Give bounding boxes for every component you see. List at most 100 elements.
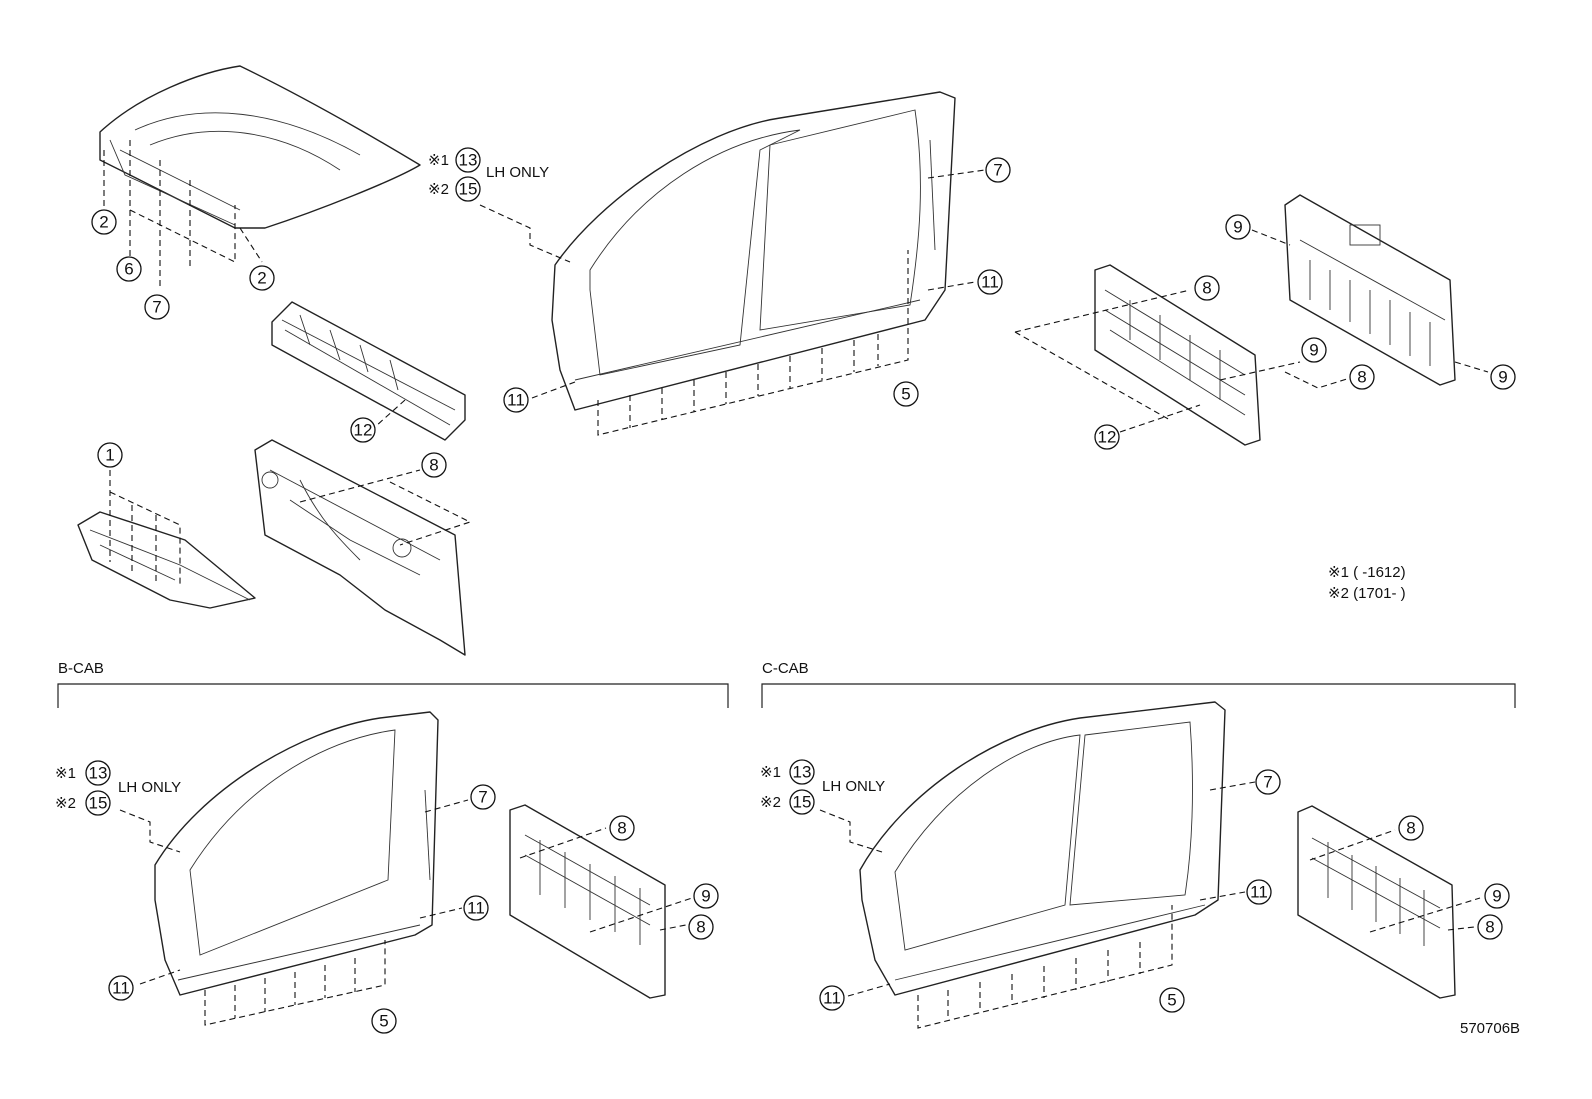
svg-text:7: 7 (478, 788, 487, 807)
svg-text:11: 11 (507, 391, 525, 410)
svg-text:2: 2 (99, 213, 108, 232)
callout-11: 11 (977, 269, 1003, 295)
cowl-top-panel (271, 301, 466, 441)
ref1-mark: ※1 (760, 764, 781, 781)
svg-text:9: 9 (1498, 368, 1507, 387)
svg-text:11: 11 (981, 273, 999, 292)
callout-5: 5 (1159, 987, 1185, 1013)
footnote-2: ※2 (1701- ) (1328, 585, 1406, 602)
section-label-b-cab: B-CAB (58, 660, 104, 677)
back-panel-c-cab (1297, 805, 1456, 999)
svg-text:5: 5 (379, 1012, 388, 1031)
callout-5: 5 (893, 381, 919, 407)
svg-text:7: 7 (993, 161, 1002, 180)
callout-11: 11 (463, 895, 489, 921)
callout-9: 9 (1484, 883, 1510, 909)
callout-13: 13 (85, 760, 111, 786)
svg-text:15: 15 (89, 794, 108, 813)
callout-9: 9 (693, 883, 719, 909)
callout-15: 15 (455, 176, 481, 202)
svg-text:2: 2 (257, 269, 266, 288)
svg-text:7: 7 (1263, 773, 1272, 792)
footnote-1: ※1 ( -1612) (1328, 564, 1406, 581)
svg-text:8: 8 (1485, 918, 1494, 937)
lh-only-label: LH ONLY (118, 779, 181, 796)
lh-only-label: LH ONLY (822, 778, 885, 795)
front-crossmember (77, 511, 256, 609)
svg-text:8: 8 (429, 456, 438, 475)
svg-text:5: 5 (901, 385, 910, 404)
callout-15: 15 (789, 789, 815, 815)
lh-only-label: LH ONLY (486, 164, 549, 181)
svg-text:15: 15 (793, 793, 812, 812)
callout-12: 12 (1094, 424, 1120, 450)
callout-11: 11 (108, 975, 134, 1001)
callout-8: 8 (1477, 914, 1503, 940)
callout-8: 8 (1398, 815, 1424, 841)
callout-7: 7 (470, 784, 496, 810)
callout-9: 9 (1490, 364, 1516, 390)
callout-8: 8 (1194, 275, 1220, 301)
svg-text:6: 6 (124, 260, 133, 279)
svg-text:9: 9 (1233, 218, 1242, 237)
svg-text:5: 5 (1167, 991, 1176, 1010)
svg-text:8: 8 (1202, 279, 1211, 298)
back-panel-inner (1094, 264, 1261, 446)
hood-panel (99, 65, 421, 229)
side-body-outer-b-cab (154, 711, 439, 996)
callout-7: 7 (144, 294, 170, 320)
callout-2: 2 (249, 265, 275, 291)
ref2-mark: ※2 (760, 794, 781, 811)
svg-text:11: 11 (467, 899, 485, 918)
section-label-c-cab: C-CAB (762, 660, 809, 677)
back-panel-outer (1284, 194, 1456, 386)
callout-11: 11 (1246, 879, 1272, 905)
side-body-outer-main (551, 91, 956, 411)
callout-13: 13 (789, 759, 815, 785)
callout-8: 8 (421, 452, 447, 478)
callout-9: 9 (1225, 214, 1251, 240)
svg-text:11: 11 (112, 979, 130, 998)
callout-11: 11 (503, 387, 529, 413)
callout-1: 1 (97, 442, 123, 468)
svg-text:9: 9 (701, 887, 710, 906)
back-panel-b-cab (509, 804, 666, 999)
svg-text:9: 9 (1309, 341, 1318, 360)
side-body-outer-c-cab (859, 701, 1226, 996)
svg-text:13: 13 (89, 764, 108, 783)
callout-6: 6 (116, 256, 142, 282)
callout-11: 11 (819, 985, 845, 1011)
figure-id: 570706B (1460, 1020, 1520, 1037)
callout-12: 12 (350, 417, 376, 443)
svg-text:8: 8 (617, 819, 626, 838)
svg-text:8: 8 (696, 918, 705, 937)
callout-9: 9 (1301, 337, 1327, 363)
callout-8: 8 (1349, 364, 1375, 390)
dash-panel (254, 439, 466, 656)
svg-text:13: 13 (459, 151, 478, 170)
svg-text:11: 11 (823, 989, 841, 1008)
svg-text:11: 11 (1250, 883, 1268, 902)
callout-5: 5 (371, 1008, 397, 1034)
callout-7: 7 (1255, 769, 1281, 795)
svg-text:1: 1 (105, 446, 114, 465)
svg-text:8: 8 (1406, 819, 1415, 838)
callout-13: 13 (455, 147, 481, 173)
callout-2: 2 (91, 209, 117, 235)
ref1-mark: ※1 (55, 765, 76, 782)
callout-8: 8 (688, 914, 714, 940)
svg-text:12: 12 (1098, 428, 1117, 447)
svg-text:9: 9 (1492, 887, 1501, 906)
svg-text:15: 15 (459, 180, 478, 199)
svg-text:13: 13 (793, 763, 812, 782)
callout-15: 15 (85, 790, 111, 816)
svg-text:8: 8 (1357, 368, 1366, 387)
ref1-mark: ※1 (428, 152, 449, 169)
ref2-mark: ※2 (428, 181, 449, 198)
svg-text:7: 7 (152, 298, 161, 317)
callout-8: 8 (609, 815, 635, 841)
svg-text:12: 12 (354, 421, 373, 440)
ref2-mark: ※2 (55, 795, 76, 812)
callout-7: 7 (985, 157, 1011, 183)
